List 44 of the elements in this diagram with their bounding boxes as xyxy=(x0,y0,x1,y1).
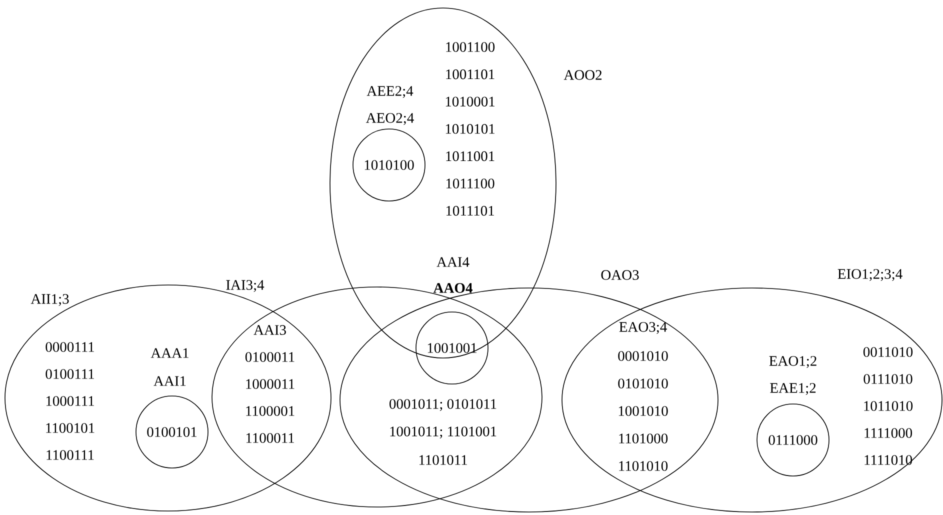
code-label: 0000111 xyxy=(46,342,94,352)
code-label: AAI4 xyxy=(436,257,470,267)
code-label: 1010101 xyxy=(446,124,495,134)
code-label: 1111000 xyxy=(864,428,912,438)
code-label: 0100111 xyxy=(46,369,94,379)
set-heading: IAI3;4 xyxy=(226,280,264,292)
code-label: 1000111 xyxy=(46,396,94,406)
subset-label: AEO2;4 xyxy=(366,113,414,125)
code-label: 0101010 xyxy=(618,378,668,388)
code-label: 1011100 xyxy=(446,178,494,188)
code-label: 1100001 xyxy=(246,406,294,416)
code-label: 0111010 xyxy=(864,374,912,384)
code-label: 1001101 xyxy=(446,69,494,80)
code-label: 1101010 xyxy=(619,461,668,471)
code-label: 1111010 xyxy=(864,455,912,465)
code-label: 1011010 xyxy=(864,401,913,411)
subset-label: AEE2;4 xyxy=(366,86,414,98)
code-label: 1100111 xyxy=(46,450,94,460)
code-label: AAO4 xyxy=(433,283,472,293)
code-label: 1101000 xyxy=(619,434,668,444)
code-label: 0011010 xyxy=(863,347,913,357)
code-label: AAI3 xyxy=(254,325,286,335)
set-heading: EIO1;2;3;4 xyxy=(838,269,902,281)
set-heading: OAO3 xyxy=(601,270,639,280)
code-label: 1101011 xyxy=(419,455,467,465)
code-label: 1100011 xyxy=(246,433,294,443)
code-label: 0100011 xyxy=(245,352,294,362)
subset-label: EAE1;2 xyxy=(770,383,816,395)
code-label: 1001100 xyxy=(446,42,495,52)
code-label: 1001011; 1101001 xyxy=(390,426,496,438)
code-label: 1100101 xyxy=(46,423,94,433)
code-label: 0001011; 0101011 xyxy=(390,399,496,411)
code-label: 1010001 xyxy=(446,96,495,106)
code-label: 0001010 xyxy=(618,351,668,361)
code-label: 1011101 xyxy=(446,206,494,216)
code-label: EAO3;4 xyxy=(619,322,667,334)
code-label: 1001010 xyxy=(618,406,668,416)
subset-label: AAI1 xyxy=(154,376,186,386)
set-heading: AOO2 xyxy=(564,70,602,80)
subset-label: AAA1 xyxy=(150,348,188,358)
set-heading: AII1;3 xyxy=(30,294,69,306)
code-label: 1011001 xyxy=(446,151,494,162)
code-label: 1000011 xyxy=(246,379,294,389)
subset-label: EAO1;2 xyxy=(769,356,816,368)
